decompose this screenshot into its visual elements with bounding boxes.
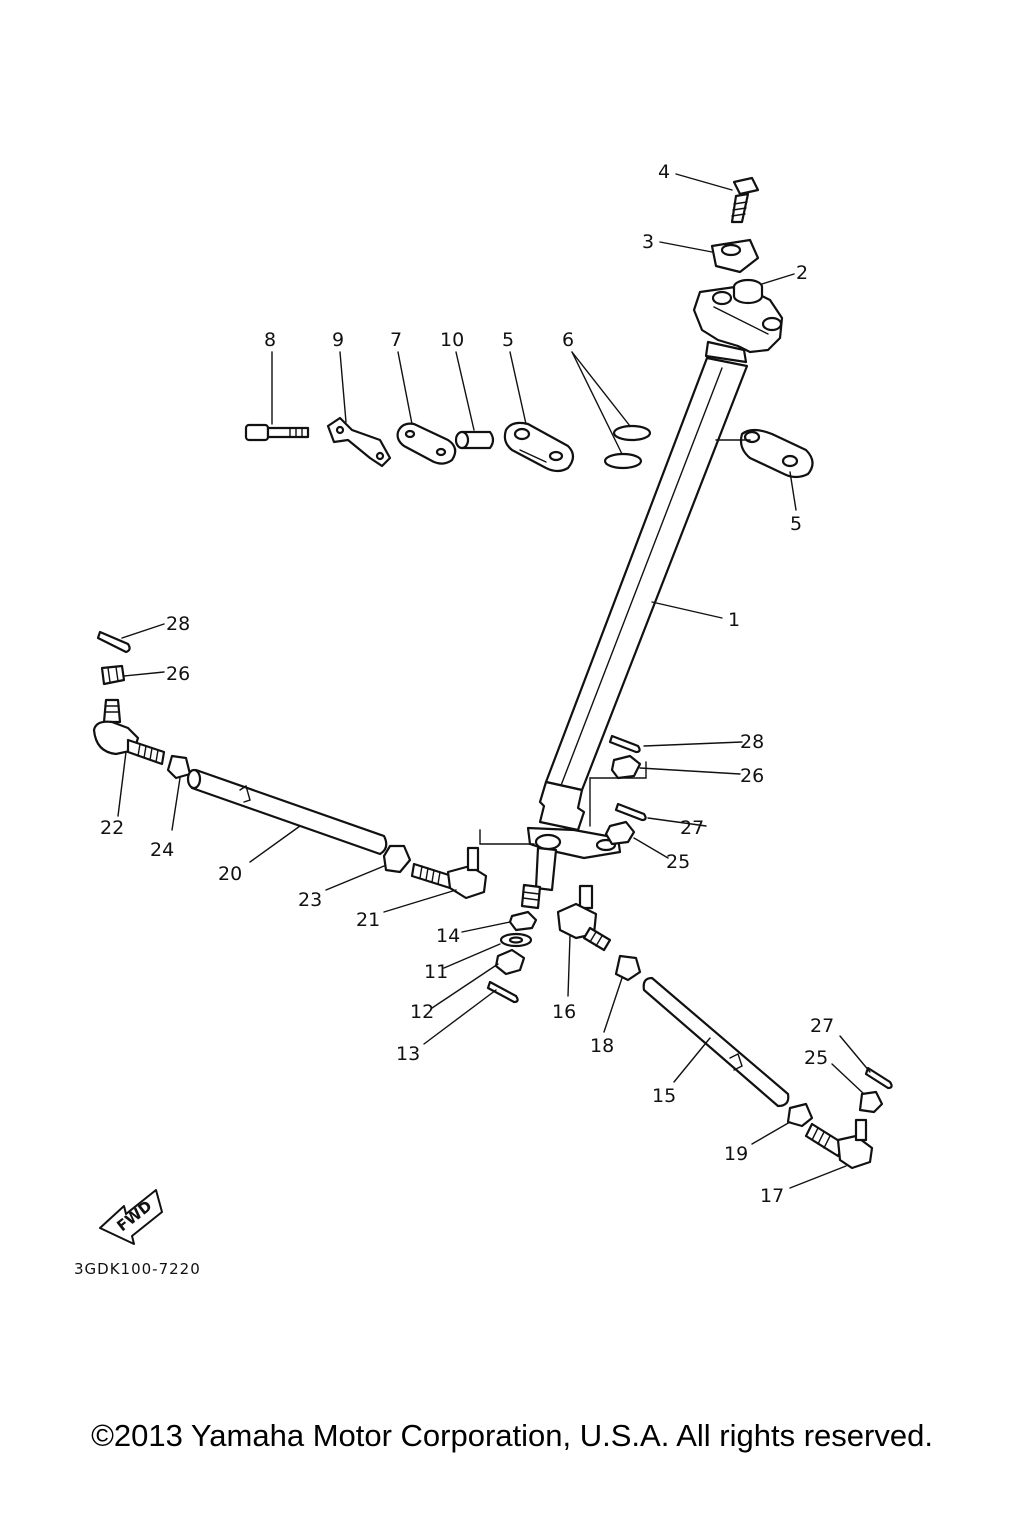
callout-21: 21	[356, 909, 380, 931]
callout-24: 24	[150, 839, 174, 861]
tie-rod-20	[186, 768, 388, 856]
callout-14: 14	[436, 925, 460, 947]
fwd-arrow-icon: FWD	[99, 1189, 163, 1245]
nut-23	[382, 844, 412, 874]
callout-23: 23	[298, 889, 322, 911]
callout-9: 9	[332, 329, 344, 351]
callout-12: 12	[410, 1001, 434, 1023]
callout-26-right: 26	[740, 765, 764, 787]
copyright-notice: ©2013 Yamaha Motor Corporation, U.S.A. A…	[91, 1418, 933, 1453]
plate-part-9	[326, 416, 392, 468]
clips-part-6	[603, 424, 652, 470]
callout-25-lower: 25	[804, 1047, 828, 1069]
callout-11: 11	[424, 961, 448, 983]
nut-25-upper	[604, 820, 636, 846]
callout-16: 16	[552, 1001, 576, 1023]
bolt-part-4	[730, 176, 760, 224]
cotter-pin-27-upper	[614, 802, 647, 822]
washer-11	[499, 932, 533, 948]
collar-part-10	[454, 430, 495, 450]
nut-24	[166, 754, 192, 780]
callout-3: 3	[642, 231, 654, 253]
callout-10: 10	[440, 329, 464, 351]
bolt-part-8	[244, 423, 310, 442]
collar-14	[508, 910, 538, 932]
cotter-pin-28-right	[608, 734, 641, 754]
nut-25-lower	[858, 1090, 884, 1114]
nut-19	[786, 1102, 814, 1128]
callout-19: 19	[724, 1143, 748, 1165]
callout-25-upper: 25	[666, 851, 690, 873]
callout-28-right: 28	[740, 731, 764, 753]
cotter-pin-13	[486, 980, 519, 1004]
callout-6: 6	[562, 329, 574, 351]
callout-1: 1	[728, 609, 740, 631]
callout-5-right: 5	[790, 513, 802, 535]
callout-15: 15	[652, 1085, 676, 1107]
tie-rod-15	[642, 976, 790, 1108]
callout-20: 20	[218, 863, 242, 885]
callout-26-left: 26	[166, 663, 190, 685]
steering-shaft	[520, 284, 784, 910]
fwd-label: FWD	[113, 1197, 155, 1235]
holder-part-5-left	[503, 421, 575, 473]
nut-18	[614, 954, 642, 982]
callout-18: 18	[590, 1035, 614, 1057]
callout-13: 13	[396, 1043, 420, 1065]
tie-rod-end-17	[804, 1118, 874, 1170]
nut-12	[494, 948, 526, 976]
holder-part-5-right	[739, 428, 814, 479]
callout-17: 17	[760, 1185, 784, 1207]
callout-27-upper: 27	[680, 817, 704, 839]
callout-2: 2	[796, 262, 808, 284]
leader-lines	[117, 173, 871, 1189]
callout-8: 8	[264, 329, 276, 351]
callout-28-left: 28	[166, 613, 190, 635]
callout-5-top: 5	[502, 329, 514, 351]
callout-7: 7	[390, 329, 402, 351]
link-part-7	[396, 422, 457, 465]
clamp-part-3	[710, 238, 760, 274]
cotter-pin-28-left	[96, 630, 131, 654]
drawing-code: 3GDK100-7220	[74, 1260, 201, 1278]
cotter-pin-27-lower	[864, 1066, 893, 1090]
tie-rod-end-16	[556, 884, 612, 952]
nut-26-left	[100, 664, 126, 686]
callout-4: 4	[658, 161, 670, 183]
callout-labels: 1 2 3 4 5 5 6 7 8 9 10 11 12 13 14 15 16…	[100, 161, 834, 1207]
nut-26-right	[610, 754, 642, 780]
tie-rod-end-21	[410, 846, 488, 900]
callout-22: 22	[100, 817, 124, 839]
cap-part-2	[732, 278, 764, 305]
callout-27-lower: 27	[810, 1015, 834, 1037]
tie-rod-end-22	[92, 698, 166, 766]
